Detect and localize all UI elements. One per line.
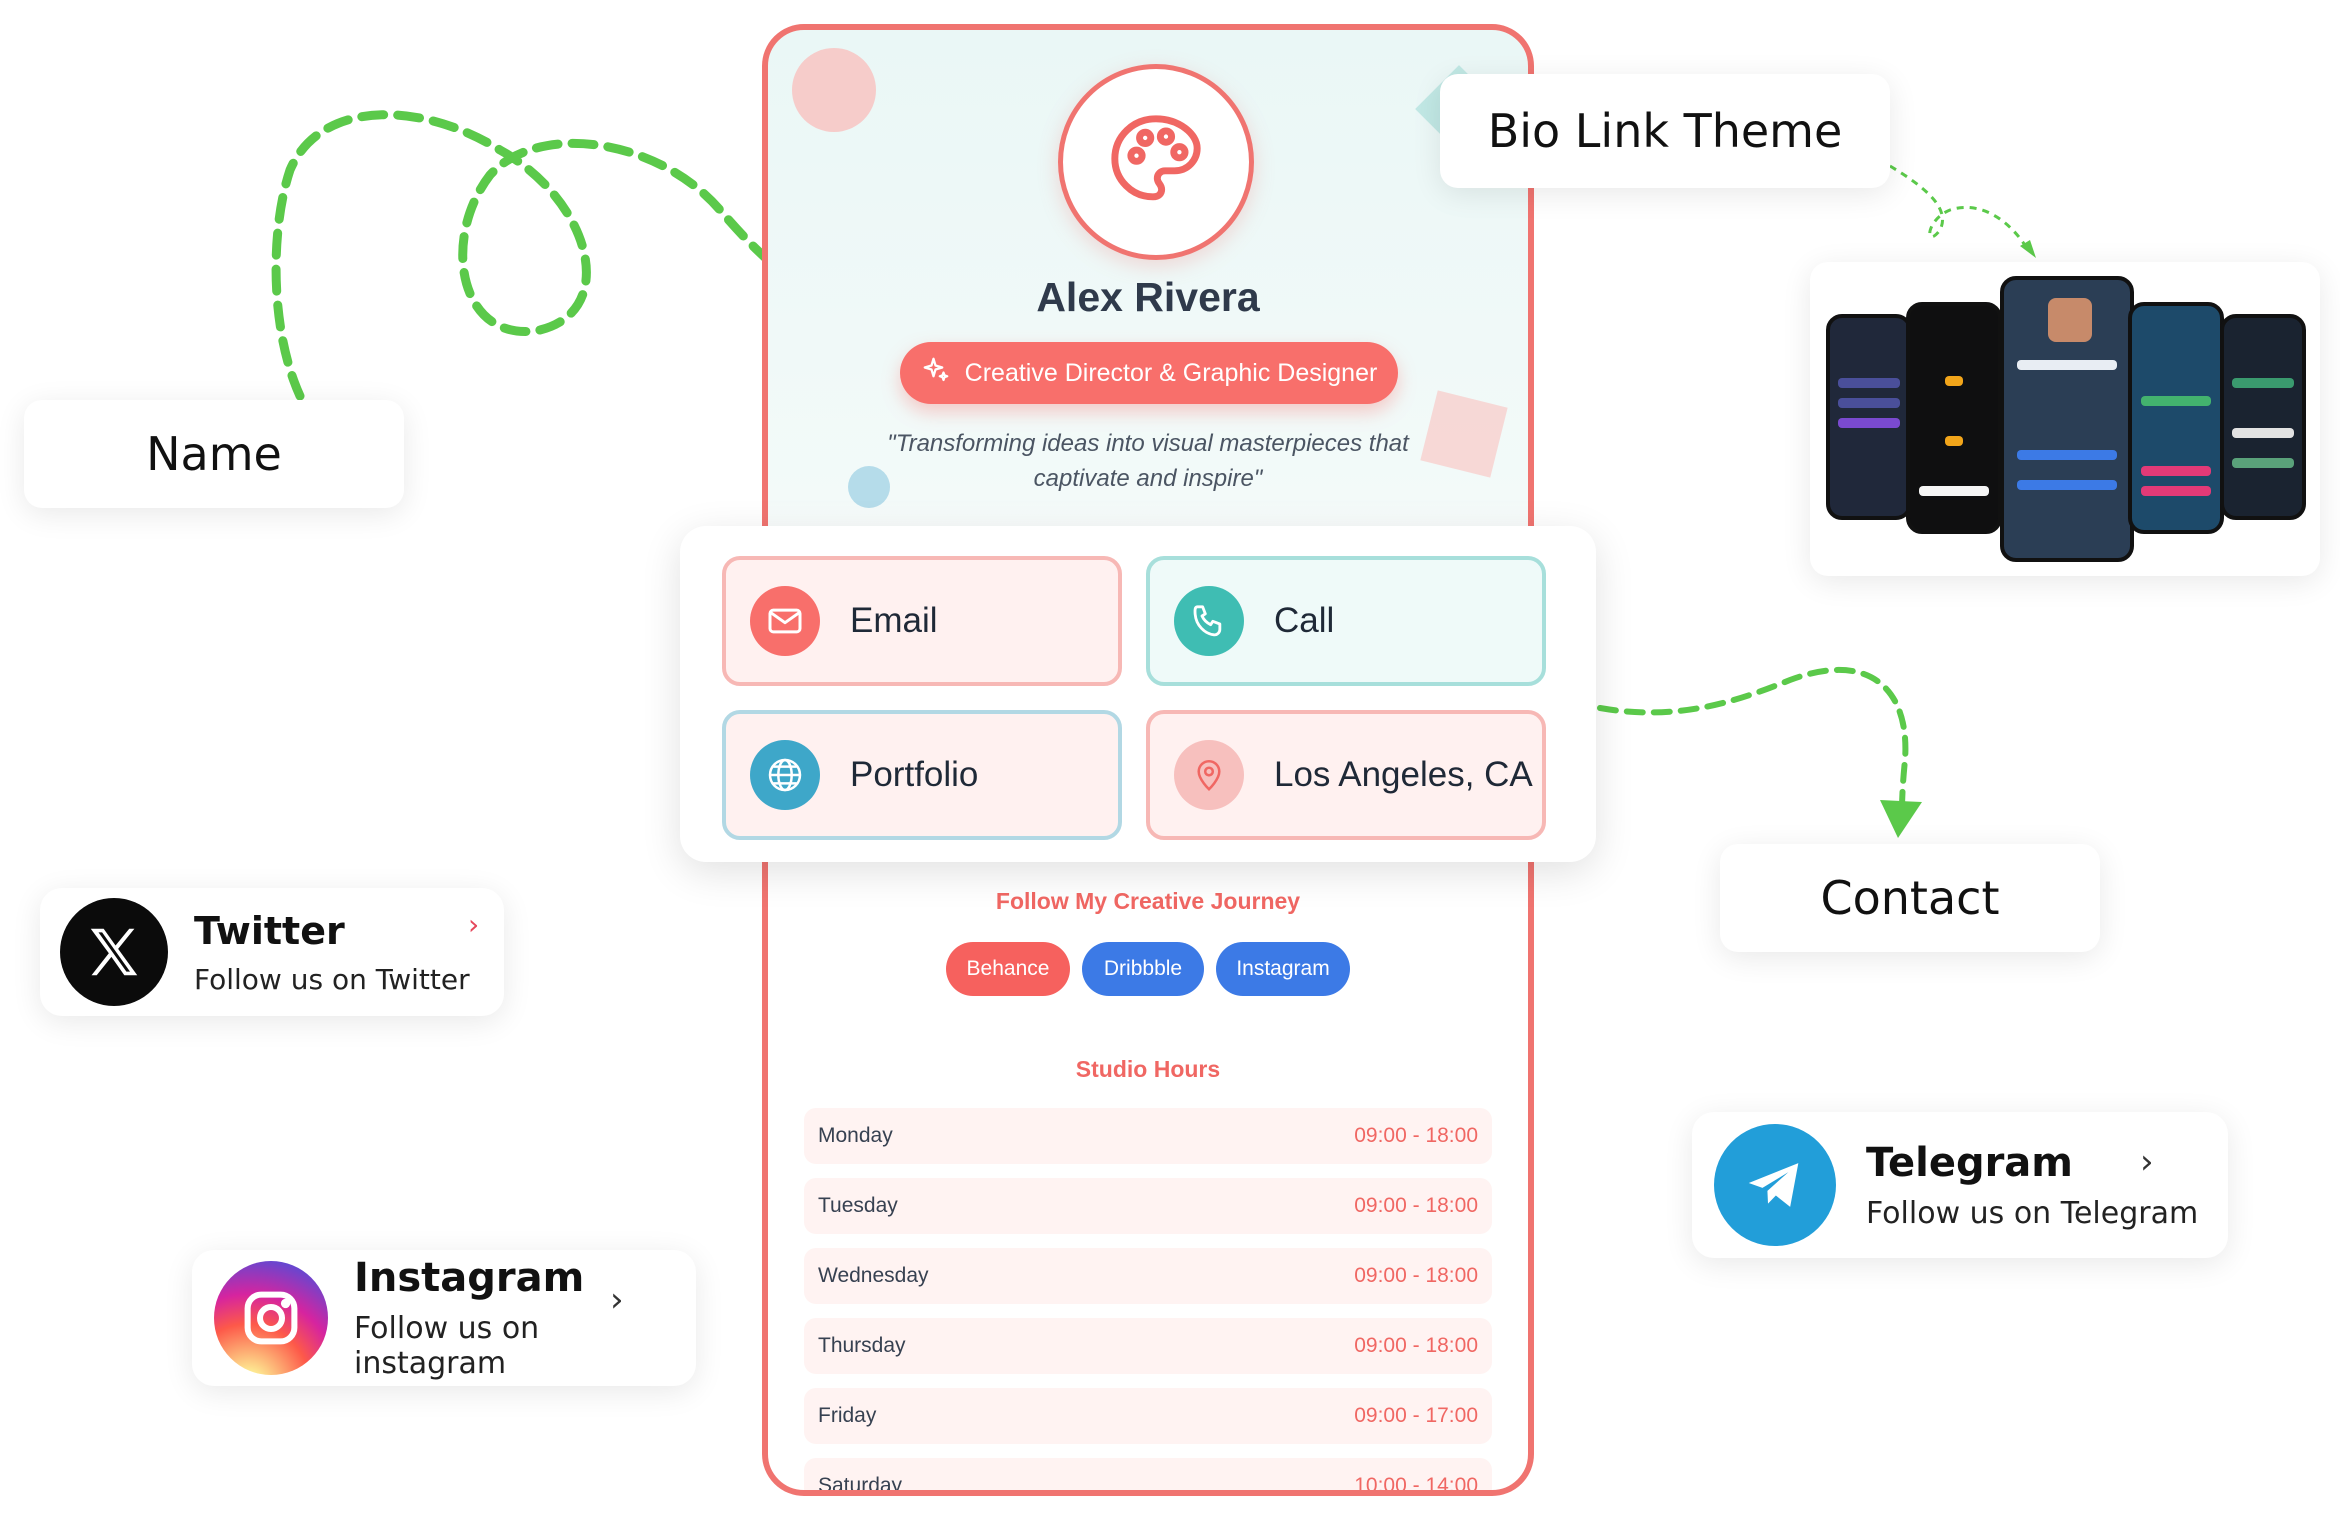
twitter-follow-card[interactable]: Twitter Follow us on Twitter › xyxy=(40,888,504,1016)
avatar xyxy=(1058,64,1254,260)
hours-day: Thursday xyxy=(818,1334,906,1357)
instagram-card-text: Instagram Follow us on instagram xyxy=(354,1255,696,1381)
location-button[interactable]: Los Angeles, CA xyxy=(1146,710,1546,840)
instagram-link[interactable]: Instagram xyxy=(1216,942,1350,996)
follow-section-title: Follow My Creative Journey xyxy=(995,888,1301,914)
hours-day: Monday xyxy=(818,1124,893,1147)
bio-theme-callout: Bio Link Theme xyxy=(1440,74,1890,188)
hours-row: Tuesday 09:00 - 18:00 xyxy=(804,1178,1492,1234)
theme-preview-image xyxy=(1810,262,2320,576)
hours-time: 09:00 - 18:00 xyxy=(1354,1124,1478,1147)
hours-day: Wednesday xyxy=(818,1264,929,1287)
hours-time: 09:00 - 18:00 xyxy=(1354,1264,1478,1287)
twitter-subtitle: Follow us on Twitter xyxy=(194,962,470,996)
chevron-right-icon: › xyxy=(2140,1142,2154,1182)
telegram-subtitle: Follow us on Telegram xyxy=(1866,1195,2199,1231)
theme-thumb xyxy=(1826,314,1912,520)
chevron-right-icon: › xyxy=(610,1280,624,1320)
twitter-title: Twitter xyxy=(194,908,345,953)
globe-icon xyxy=(750,740,820,810)
hours-day: Friday xyxy=(818,1404,877,1427)
profile-name: Alex Rivera xyxy=(1036,274,1260,320)
social-links: Behance Dribbble Instagram xyxy=(768,942,1528,996)
tagline-line: captivate and inspire" xyxy=(1033,465,1263,492)
telegram-card-text: Telegram Follow us on Telegram xyxy=(1866,1140,2198,1231)
decor-square xyxy=(1420,390,1508,478)
theme-thumb xyxy=(2000,276,2134,562)
hours-row: Thursday 09:00 - 18:00 xyxy=(804,1318,1492,1374)
hours-row: Friday 09:00 - 17:00 xyxy=(804,1388,1492,1444)
hours-row: Saturday 10:00 - 14:00 xyxy=(804,1458,1492,1496)
twitter-card-text: Twitter Follow us on Twitter xyxy=(194,909,470,996)
instagram-follow-card[interactable]: Instagram Follow us on instagram › xyxy=(192,1250,696,1386)
dribbble-link[interactable]: Dribbble xyxy=(1082,942,1204,996)
hours-time: 09:00 - 18:00 xyxy=(1354,1194,1478,1217)
telegram-follow-card[interactable]: Telegram Follow us on Telegram › xyxy=(1692,1112,2228,1258)
telegram-title: Telegram xyxy=(1866,1139,2073,1186)
phone-icon xyxy=(1174,586,1244,656)
email-label: Email xyxy=(850,601,938,640)
tagline: "Transforming ideas into visual masterpi… xyxy=(868,426,1428,496)
palette-icon xyxy=(1104,108,1208,216)
hours-time: 10:00 - 14:00 xyxy=(1354,1474,1478,1496)
sparkle-icon xyxy=(921,355,951,392)
instagram-title: Instagram xyxy=(354,1255,585,1301)
envelope-icon xyxy=(750,586,820,656)
portfolio-button[interactable]: Portfolio xyxy=(722,710,1122,840)
portfolio-label: Portfolio xyxy=(850,755,979,794)
hours-day: Tuesday xyxy=(818,1194,898,1217)
hours-time: 09:00 - 18:00 xyxy=(1354,1334,1478,1357)
studio-hours-list: Monday 09:00 - 18:00 Tuesday 09:00 - 18:… xyxy=(804,1108,1492,1496)
role-text: Creative Director & Graphic Designer xyxy=(964,358,1378,387)
map-pin-icon xyxy=(1174,740,1244,810)
call-label: Call xyxy=(1274,601,1335,640)
studio-hours-title: Studio Hours xyxy=(1075,1056,1221,1082)
contact-callout: Contact xyxy=(1720,844,2100,952)
theme-thumb xyxy=(2220,314,2306,520)
contact-card: Email Call Portfolio Los Angeles, CA xyxy=(680,526,1596,862)
tagline-line: "Transforming ideas into visual masterpi… xyxy=(887,430,1409,457)
chevron-right-icon: › xyxy=(468,908,480,941)
instagram-logo-icon xyxy=(214,1261,328,1375)
paper-plane-icon xyxy=(1714,1124,1836,1246)
role-badge: Creative Director & Graphic Designer xyxy=(900,342,1398,404)
hours-row: Monday 09:00 - 18:00 xyxy=(804,1108,1492,1164)
hours-row: Wednesday 09:00 - 18:00 xyxy=(804,1248,1492,1304)
decor-dot xyxy=(848,466,890,508)
name-callout: Name xyxy=(24,400,404,508)
email-button[interactable]: Email xyxy=(722,556,1122,686)
decor-circle xyxy=(792,48,876,132)
x-logo-icon xyxy=(60,898,168,1006)
behance-link[interactable]: Behance xyxy=(946,942,1070,996)
hours-time: 09:00 - 17:00 xyxy=(1354,1404,1478,1427)
call-button[interactable]: Call xyxy=(1146,556,1546,686)
instagram-subtitle: Follow us on instagram xyxy=(354,1311,540,1381)
theme-thumb xyxy=(2128,302,2224,534)
location-label: Los Angeles, CA xyxy=(1274,755,1533,794)
theme-thumb xyxy=(1906,302,2002,534)
hours-day: Saturday xyxy=(818,1474,903,1496)
